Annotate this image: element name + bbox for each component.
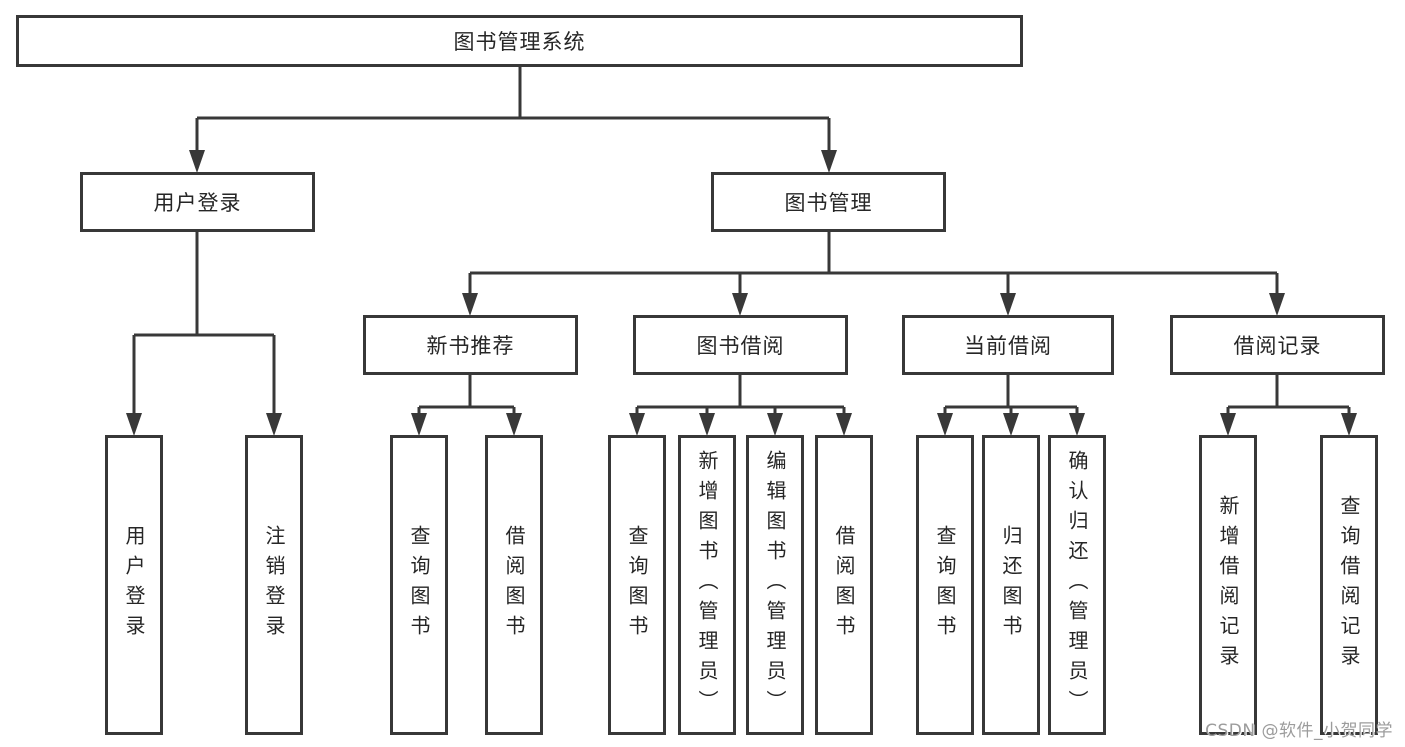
node-new-book-recommend: 新书推荐 [363, 315, 578, 375]
arrow-to-leaf-nb-query [411, 413, 427, 436]
node-borrow-records-label: 借阅记录 [1233, 334, 1322, 358]
connector-new-books-to-leaves [417, 375, 516, 418]
arrow-to-borrow-records [1269, 293, 1285, 316]
leaf-newbooks-query: 查询图书 [390, 435, 448, 735]
arrow-to-leaf-bb-add [699, 413, 715, 436]
arrow-to-leaf-logout [266, 413, 282, 436]
connector-current-borrow-to-leaves [943, 375, 1079, 418]
arrow-to-current-borrow [1000, 293, 1016, 316]
node-root-system-label: 图书管理系统 [453, 30, 586, 54]
arrow-to-leaf-br-add [1220, 413, 1236, 436]
node-new-book-recommend-label: 新书推荐 [426, 334, 515, 358]
leaf-borrow-add-admin: 新增图书（管理员） [678, 435, 736, 735]
leaf-borrow-edit-admin: 编辑图书（管理员） [746, 435, 804, 735]
leaf-user-login: 用户登录 [105, 435, 163, 735]
arrow-to-book-borrow [732, 293, 748, 316]
node-user-login-label: 用户登录 [153, 191, 242, 215]
arrow-to-user-login [189, 150, 205, 173]
leaf-current-return-label: 归还图书 [999, 525, 1023, 645]
leaf-current-query: 查询图书 [916, 435, 974, 735]
arrow-to-leaf-nb-borrow [506, 413, 522, 436]
csdn-watermark: CSDN @软件_小贺同学 [1205, 721, 1393, 741]
node-book-management-label: 图书管理 [784, 191, 873, 215]
leaf-borrow-edit-admin-label: 编辑图书（管理员） [763, 450, 787, 720]
arrow-to-leaf-bb-query [629, 413, 645, 436]
node-current-borrow-label: 当前借阅 [964, 334, 1052, 358]
arrow-to-leaf-cb-query [937, 413, 953, 436]
leaf-current-confirm-admin: 确认归还（管理员） [1048, 435, 1106, 735]
arrow-to-leaf-bb-borrow [836, 413, 852, 436]
leaf-logout: 注销登录 [245, 435, 303, 735]
leaf-records-query-label: 查询借阅记录 [1337, 495, 1361, 675]
leaf-current-confirm-admin-label: 确认归还（管理员） [1065, 450, 1089, 720]
arrow-to-leaf-user-login [126, 413, 142, 436]
node-root-system: 图书管理系统 [16, 15, 1023, 67]
node-borrow-records: 借阅记录 [1170, 315, 1385, 375]
leaf-records-query: 查询借阅记录 [1320, 435, 1378, 735]
node-book-management: 图书管理 [711, 172, 946, 232]
leaf-user-login-label: 用户登录 [122, 525, 146, 645]
node-current-borrow: 当前借阅 [902, 315, 1114, 375]
arrow-to-leaf-br-query [1341, 413, 1357, 436]
connector-user-login-to-leaves [132, 232, 276, 418]
node-book-borrow: 图书借阅 [633, 315, 848, 375]
connector-root-to-level2 [195, 67, 831, 152]
leaf-newbooks-borrow-label: 借阅图书 [502, 525, 526, 645]
arrow-to-book-management [821, 150, 837, 173]
leaf-records-add-label: 新增借阅记录 [1216, 495, 1240, 675]
arrow-to-leaf-cb-confirm [1069, 413, 1085, 436]
arrow-to-leaf-cb-return [1003, 413, 1019, 436]
arrow-to-new-books [462, 293, 478, 316]
leaf-logout-label: 注销登录 [262, 525, 286, 645]
leaf-borrow-add-admin-label: 新增图书（管理员） [695, 450, 719, 720]
leaf-newbooks-query-label: 查询图书 [407, 525, 431, 645]
node-user-login: 用户登录 [80, 172, 315, 232]
leaf-borrow-borrow-label: 借阅图书 [832, 525, 856, 645]
leaf-current-query-label: 查询图书 [933, 525, 957, 645]
arrow-to-leaf-bb-edit [767, 413, 783, 436]
connector-book-borrow-to-leaves [635, 375, 846, 418]
leaf-borrow-query-label: 查询图书 [625, 525, 649, 645]
leaf-newbooks-borrow: 借阅图书 [485, 435, 543, 735]
connector-borrow-records-to-leaves [1226, 375, 1351, 418]
leaf-current-return: 归还图书 [982, 435, 1040, 735]
leaf-borrow-query: 查询图书 [608, 435, 666, 735]
connector-book-management-to-level3 [468, 232, 1279, 297]
node-book-borrow-label: 图书借阅 [696, 334, 785, 358]
leaf-records-add: 新增借阅记录 [1199, 435, 1257, 735]
leaf-borrow-borrow: 借阅图书 [815, 435, 873, 735]
